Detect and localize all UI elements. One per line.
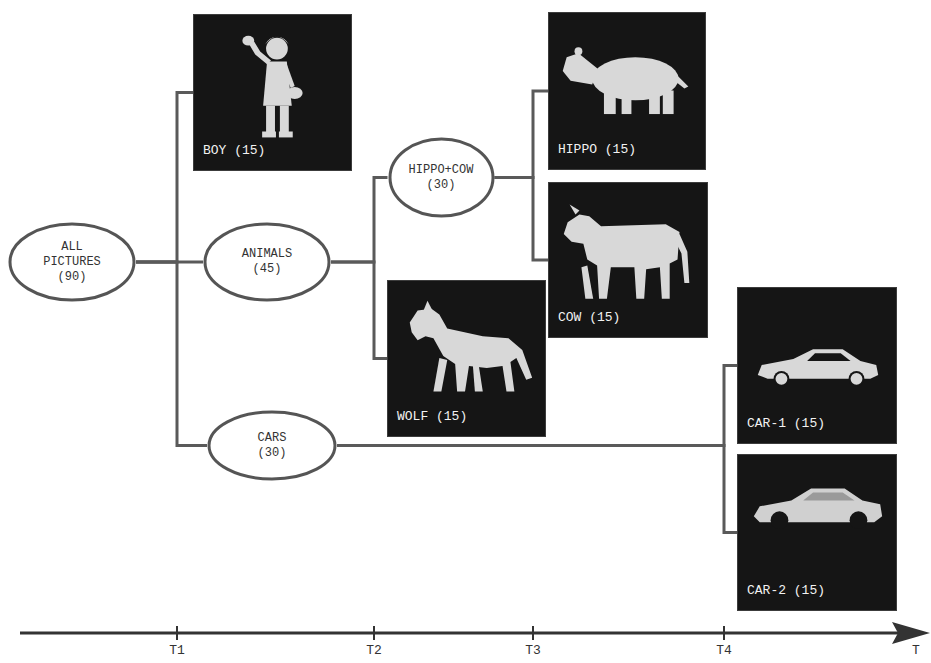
axis-wrap: T4 <box>716 641 732 659</box>
time-label: T4 <box>716 643 732 658</box>
node-label: HIPPO+COW <box>409 163 474 178</box>
tree-connector <box>136 262 207 446</box>
axis-tick <box>532 626 534 640</box>
picture-box: HIPPO (15) <box>548 12 706 170</box>
tree-connector <box>337 446 737 533</box>
time-label: T1 <box>169 643 185 658</box>
node-label: COW (15) <box>558 310 620 325</box>
count-label: (90) <box>58 270 87 285</box>
node-label: ALL PICTURES <box>32 240 112 270</box>
time-label: T3 <box>525 643 541 658</box>
count-label: (45) <box>253 262 282 277</box>
picture-box: CAR-1 (15) <box>737 287 897 444</box>
tree-connector <box>331 178 388 263</box>
axis-wrap: T3 <box>525 641 541 659</box>
node-label: BOY (15) <box>203 143 265 158</box>
group-ellipse: ALL PICTURES(90) <box>8 222 136 302</box>
node-label: CARS <box>258 431 287 446</box>
tree-connector <box>331 262 387 359</box>
axis-tick <box>176 626 178 640</box>
picture-box: BOY (15) <box>193 14 352 171</box>
node-label: CAR-2 (15) <box>747 583 825 598</box>
tree-connector <box>495 178 549 261</box>
axis-tick <box>723 626 725 640</box>
count-label: (30) <box>258 446 287 461</box>
time-label: T <box>912 643 920 658</box>
group-ellipse: CARS(30) <box>207 410 337 481</box>
tree-connector <box>495 91 549 178</box>
time-label: T2 <box>366 643 382 658</box>
picture-box: COW (15) <box>548 182 708 338</box>
node-label: HIPPO (15) <box>558 142 636 157</box>
group-ellipse: HIPPO+COW(30) <box>388 137 495 218</box>
picture-box: CAR-2 (15) <box>737 454 897 611</box>
group-ellipse: ANIMALS(45) <box>203 222 331 302</box>
axis-tick <box>373 626 375 640</box>
axis-wrap: T1 <box>169 641 185 659</box>
axis-wrap: T <box>912 641 920 659</box>
node-label: CAR-1 (15) <box>747 416 825 431</box>
node-label: WOLF (15) <box>397 409 467 424</box>
picture-box: WOLF (15) <box>387 280 546 437</box>
tree-connector <box>136 93 193 263</box>
axis-arrowhead <box>892 622 930 644</box>
count-label: (30) <box>427 178 456 193</box>
axis-line <box>20 632 900 635</box>
node-label: ANIMALS <box>242 247 292 262</box>
axis-wrap: T2 <box>366 641 382 659</box>
